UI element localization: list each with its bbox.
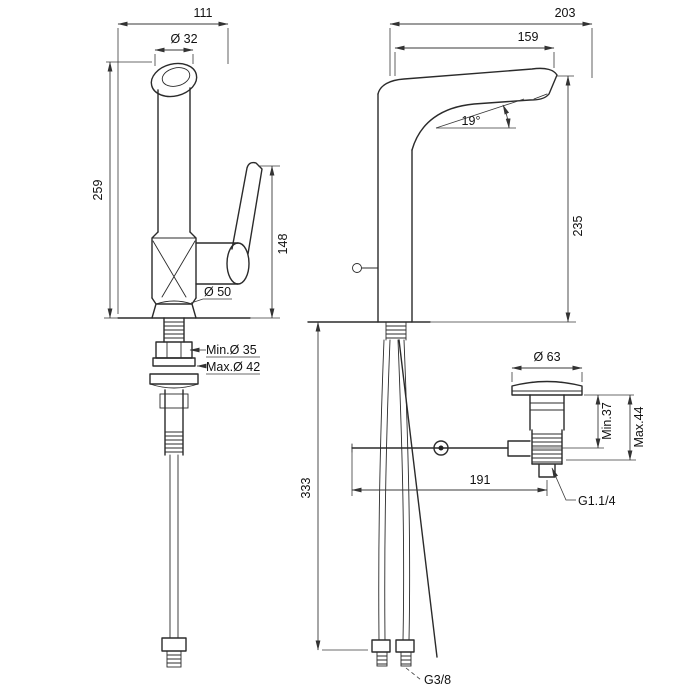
dim-height-above-deck: 235 (571, 216, 585, 237)
right-view-dimensions: 203 159 19° 235 333 Ø 63 Min.37 Max.44 (299, 6, 646, 687)
dim-base-diameter: Ø 50 (204, 285, 231, 299)
dim-spout-diameter: Ø 32 (170, 32, 197, 46)
dim-hole-max: Max.Ø 42 (206, 360, 260, 374)
dim-deck-max: Max.44 (632, 406, 646, 447)
dim-spout-angle: 19° (462, 114, 481, 128)
dim-right-width: 203 (555, 6, 576, 20)
dim-deck-min: Min.37 (600, 402, 614, 440)
right-view-undermount-parts (351, 321, 509, 667)
dim-drain-offset: 191 (470, 473, 491, 487)
right-view-faucet-outline (307, 67, 558, 323)
left-view-dimensions: 111 Ø 32 259 148 Ø 50 Min.Ø 35 Max.Ø 42 (91, 6, 290, 375)
dim-drain-thread: G1.1/4 (578, 494, 616, 508)
dim-height-below-deck: 333 (299, 478, 313, 499)
dim-supply-thread: G3/8 (424, 673, 451, 687)
left-view-undermount-parts (149, 317, 199, 668)
drain-valve-assembly (507, 380, 583, 478)
dim-spout-reach: 159 (518, 30, 539, 44)
dim-hole-min: Min.Ø 35 (206, 343, 257, 357)
dim-drain-diameter: Ø 63 (533, 350, 560, 364)
dim-left-height: 259 (91, 180, 105, 201)
dim-left-width: 111 (193, 6, 212, 20)
left-view-faucet-outline (117, 62, 263, 319)
dim-handle-height: 148 (276, 234, 290, 255)
